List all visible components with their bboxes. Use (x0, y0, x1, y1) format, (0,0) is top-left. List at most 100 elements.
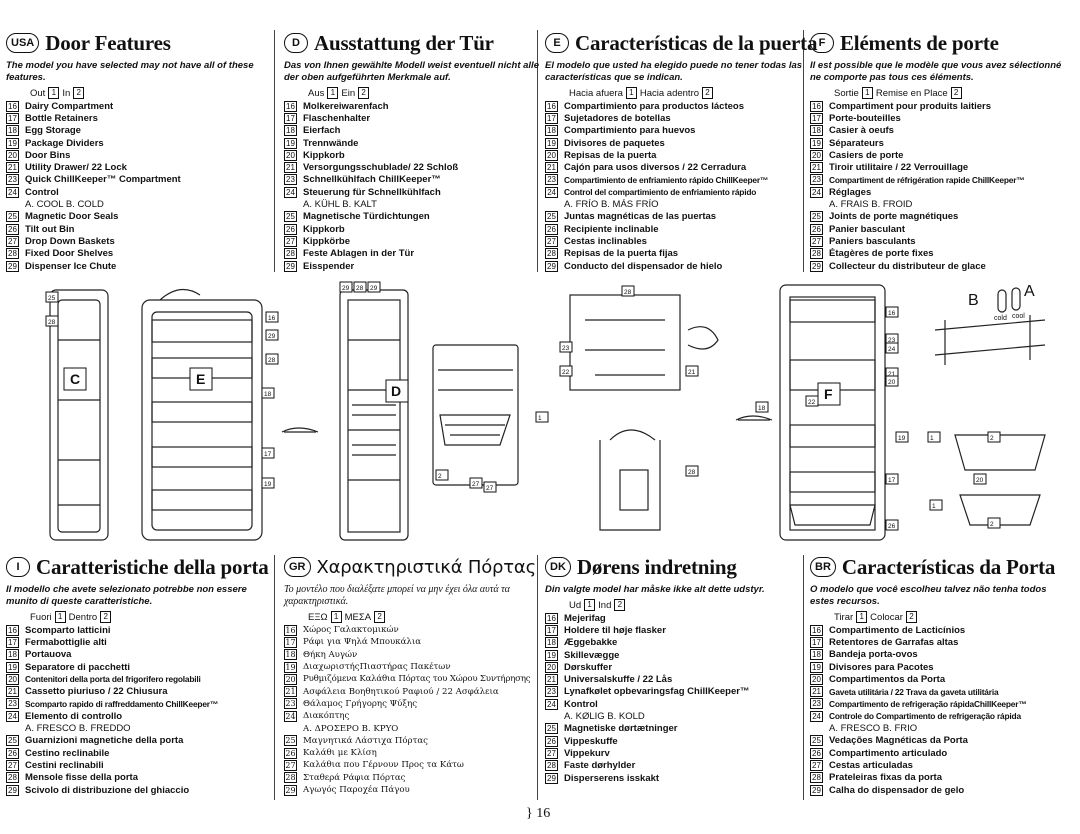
item-label: A. FRESCO B. FRIO (829, 723, 918, 735)
item-number: 16 (545, 100, 558, 112)
item-number: 29 (810, 260, 823, 272)
item-number: 24 (545, 698, 558, 710)
item-number: 25 (810, 211, 823, 223)
item-label: Eisspender (303, 260, 355, 272)
item-label: Disperserens isskakt (564, 772, 660, 784)
item-number: 28 (6, 248, 19, 260)
item-number: 17 (284, 636, 297, 648)
item-label: Lynafkølet opbevaringsfag ChillKeeper™ (564, 686, 750, 698)
item-number: 19 (810, 137, 823, 149)
arrow-up-icon: 2 (358, 87, 370, 99)
callout-label: 29 (268, 333, 276, 340)
item-label: Utility Drawer/ 22 Lock (25, 162, 127, 174)
callout-label: 2 (990, 521, 994, 528)
item-label: Bottle Retainers (25, 112, 98, 124)
language-badge: GR (284, 557, 311, 577)
callout-box (261, 387, 275, 399)
door-d-illustration (339, 289, 409, 541)
callout-box (261, 477, 275, 489)
item-label: Magnetiske dørtætninger (564, 723, 678, 735)
item-number: 23 (6, 174, 19, 186)
item-label: Versorgungsschublade/ 22 Schloß (303, 162, 459, 174)
item-number: 23 (545, 686, 558, 698)
section-title: Χαρακτηριστικά Πόρτας (316, 556, 537, 578)
item-label: Panier basculant (829, 223, 906, 235)
item-label: Vedações Magnéticas da Porta (829, 735, 968, 747)
shelf-detail (934, 315, 1046, 526)
callout-label: 2 (438, 473, 442, 480)
item-number: 16 (284, 100, 297, 112)
item-label: Universalskuffe / 22 Lås (564, 674, 673, 686)
door-e-illustration (141, 289, 263, 541)
arrow-up-icon: 2 (100, 611, 112, 623)
callout-box (483, 481, 497, 493)
item-label: Compartimento de refrigeração rápidaChil… (829, 698, 1027, 709)
callout-label: 22 (808, 399, 816, 406)
column-divider (537, 30, 538, 272)
item-label: Gaveta utilitária / 22 Trava da gaveta u… (829, 686, 999, 697)
item-label: Ράφι για Ψηλά Μπουκάλια (303, 637, 422, 648)
callout-label: 29 (342, 285, 350, 292)
callout-label: 20 (976, 477, 984, 484)
callout-box (45, 315, 59, 327)
callout-box (885, 333, 899, 345)
section-title: Eléments de porte (840, 30, 999, 55)
arrow-up-icon: 1 (625, 87, 637, 99)
item-label: Collecteur du distributeur de glace (829, 260, 986, 272)
item-number: 27 (284, 235, 297, 247)
callout-label: 16 (268, 315, 276, 322)
item-label: Recipiente inclinable (564, 223, 659, 235)
door-c-illustration (49, 289, 109, 541)
item-label: Molkereiwarenfach (303, 100, 389, 112)
arrow-up-icon: 1 (584, 599, 596, 611)
item-label: Dispenser Ice Chute (25, 260, 117, 272)
item-label: Sujetadores de botellas (564, 112, 671, 124)
item-number: 18 (284, 649, 297, 661)
item-number: 17 (545, 112, 558, 124)
callout-box (367, 281, 381, 293)
item-number: 21 (810, 686, 823, 698)
arrow-up-icon: 2 (614, 599, 626, 611)
item-label: Χώρος Γαλακτομικών (303, 625, 399, 636)
item-number: 27 (810, 235, 823, 247)
door-f-illustration (779, 284, 886, 541)
arrow-up-icon: 1 (54, 611, 66, 623)
item-number: 24 (6, 186, 19, 198)
item-label: Prateleiras fixas da porta (829, 772, 942, 784)
item-number: 20 (6, 673, 19, 685)
section-title: Door Features (45, 30, 171, 55)
item-number: 24 (545, 186, 558, 198)
feature-item: 23 Lynafkølet opbevaringsfag ChillKeeper™ (545, 686, 803, 698)
item-label: Dørskuffer (564, 661, 613, 673)
item-label: Schnellkühlfach ChillKeeper™ (303, 174, 441, 186)
callout-label: 27 (472, 481, 480, 488)
item-number: 20 (284, 149, 297, 161)
feature-item: 17 Sujetadores de botellas (545, 112, 803, 124)
door-label-c: C (70, 371, 80, 387)
item-label: Magnetic Door Seals (25, 211, 119, 223)
callout-box (987, 517, 1001, 529)
callout-label: 19 (898, 435, 906, 442)
item-number: 27 (6, 759, 19, 771)
